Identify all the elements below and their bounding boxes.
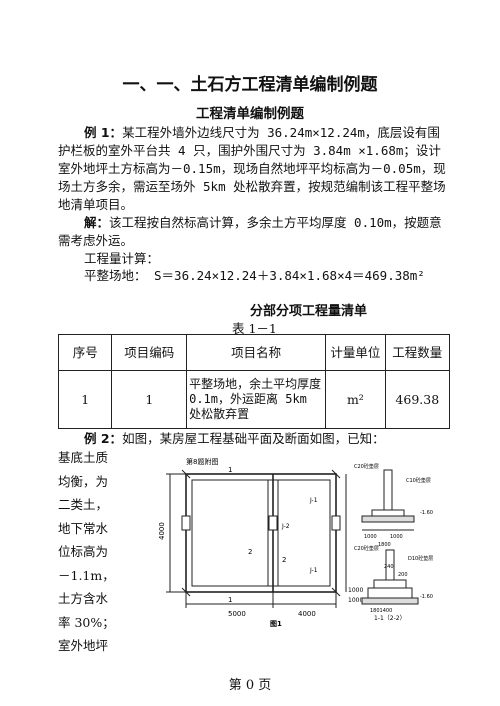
dim-bottom: 5000 (228, 610, 246, 618)
page-footer: 第 0 页 (228, 678, 272, 693)
section-label: C20砼垫层 (354, 545, 379, 552)
solution-paragraph: 解：该工程按自然标高计算，多余土方平均厚度 0.10m，按题意需考虑外运。 (58, 214, 450, 250)
axis-mark: 1 (228, 466, 232, 474)
section-subtitle: 工程清单编制例题 (196, 106, 304, 122)
example-2-label: 例 2： (84, 431, 123, 446)
table-cell: 1 (57, 370, 113, 429)
example-1-text: 某工程外墙外边线尺寸为 36.24m×12.24m，底层设有围护栏板的室外平台共… (58, 125, 446, 212)
section-label: -1.60 (420, 594, 433, 600)
side-line: 基底土质 (58, 450, 109, 465)
section-label: D10砼垫层 (408, 555, 433, 562)
section-dim: 200 (398, 572, 408, 578)
side-line: 室外地坪 (58, 638, 109, 653)
dim-right: 1000 (348, 597, 363, 604)
table-title: 分部分项工程量清单 (250, 304, 368, 319)
header-cell: 序号 (57, 334, 113, 371)
foundation-drawing: 第8题附图 5000 4000 4000 1000 1000 1 1 2 2 J… (158, 457, 433, 628)
side-line: 均衡，为 (58, 473, 109, 489)
table-number: 表 1－1 (232, 321, 277, 336)
section-label: C20砼垫层 (354, 463, 379, 470)
table-cell: 平整场地，余土平均厚度 0.1m，外运距离 5km 处松散弃置 (186, 370, 327, 429)
bill-table: 序号 项目编码 项目名称 计量单位 工程数量 1 1 平整场地，余土平均厚度 0… (57, 334, 451, 429)
axis-mark: J-1 (309, 567, 318, 574)
section-dim: 1000 (390, 534, 403, 540)
figure-caption: 图1 (270, 619, 282, 628)
section-dim: 1000 (364, 534, 377, 540)
axis-mark: 1 (228, 596, 232, 604)
side-line: －1.1m， (58, 567, 115, 583)
side-line: 位标高为 (58, 544, 109, 559)
header-cell: 计量单位 (325, 334, 386, 371)
section-label: -1.60 (420, 510, 433, 516)
table-cell: m² (325, 370, 386, 429)
axis-mark: 2 (248, 548, 252, 556)
dim-bottom: 4000 (298, 610, 316, 618)
side-line: 地下常水 (58, 520, 109, 536)
page-title: 一、一、土石方工程清单编制例题 (122, 75, 378, 95)
example-2-text: 如图，某房屋工程基础平面及断面如图，已知： (122, 431, 385, 446)
table-cell: 469.38 (384, 370, 451, 429)
dim-right: 1000 (348, 587, 363, 594)
section-view-lower (361, 549, 419, 605)
section-label: C10砼垫层 (406, 477, 431, 484)
side-line: 土方含水 (58, 591, 109, 606)
table-cell: 1 (111, 370, 188, 429)
solution-label: 解： (84, 215, 110, 230)
axis-mark: J-2 (281, 523, 290, 530)
side-line: 率 30%； (58, 614, 115, 630)
table-row: 1 1 平整场地，余土平均厚度 0.1m，外运距离 5km 处松散弃置 m² 4… (57, 370, 451, 429)
section-dim: 1801400 (370, 608, 392, 614)
example-1-label: 例 1： (84, 125, 123, 140)
section-dim: 1800 (378, 542, 391, 548)
plan-title: 第8题附图 (186, 457, 218, 466)
section-dim: 240 (384, 564, 394, 570)
axis-mark: 2 (282, 556, 286, 564)
section-label: 1-1（2-2） (374, 615, 406, 622)
side-line: 二类土， (58, 497, 109, 512)
solution-text: 该工程按自然标高计算，多余土方平均厚度 0.10m，按题意需考虑外运。 (58, 215, 442, 248)
calc-line: 平整场地： S＝36.24×12.24＋3.84×1.68×4＝469.38m² (84, 268, 425, 283)
plan-view (166, 469, 347, 608)
header-cell: 工程数量 (384, 334, 451, 371)
example-2-side-text: 基底土质 均衡，为 二类土， 地下常水 位标高为 －1.1m， 土方含水 率 3… (58, 446, 156, 658)
header-cell: 项目名称 (186, 334, 327, 371)
example-2-first-line: 例 2：如图，某房屋工程基础平面及断面如图，已知： (58, 430, 450, 448)
axis-mark: J-1 (309, 497, 318, 504)
header-cell: 项目编码 (111, 334, 188, 371)
calc-title: 工程量计算： (84, 251, 160, 266)
table-header-row: 序号 项目编码 项目名称 计量单位 工程数量 (57, 334, 451, 371)
dim-left: 4000 (158, 522, 166, 540)
section-view-upper (361, 469, 415, 531)
example-1-paragraph: 例 1：某工程外墙外边线尺寸为 36.24m×12.24m，底层设有围护栏板的室… (58, 124, 450, 214)
